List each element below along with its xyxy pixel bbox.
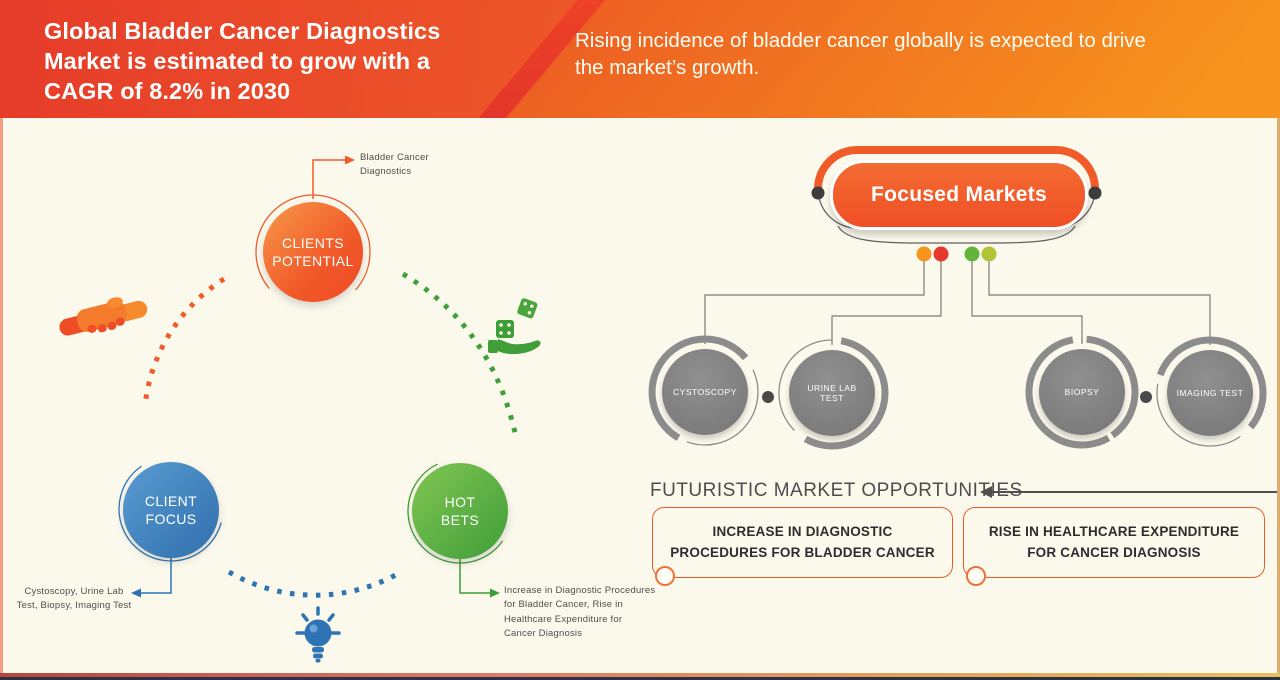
- market-circle-cystoscopy: CYSTOSCOPY: [662, 349, 748, 435]
- market-circle-imaging-test: IMAGING TEST: [1167, 350, 1253, 436]
- market-tree-connectors: [704, 246, 1211, 345]
- market-circle-urine-lab-test: URINE LAB TEST: [789, 350, 875, 436]
- hot-bets-annotation: Increase in Diagnostic Procedures for Bl…: [504, 585, 656, 639]
- bottom-navy-strip: [0, 677, 1280, 680]
- opportunities-arrow: [980, 486, 1280, 498]
- right-border: [1277, 118, 1280, 677]
- handshake-icon: [59, 297, 148, 336]
- hot-bets-node: HOT BETS: [412, 463, 508, 559]
- client-focus-node: CLIENT FOCUS: [123, 462, 219, 558]
- header-banner: Global Bladder Cancer Diagnostics Market…: [0, 0, 1280, 118]
- clients-potential-node: CLIENTS POTENTIAL: [263, 202, 363, 302]
- client-focus-annotation: Cystoscopy, Urine Lab Test, Biopsy, Imag…: [16, 586, 132, 612]
- market-circle-biopsy: BIOPSY: [1039, 349, 1125, 435]
- opportunity-box-2-marker: [966, 566, 986, 586]
- bottom-border: [0, 673, 1280, 677]
- dot-orange: [916, 246, 932, 262]
- left-border: [0, 118, 3, 677]
- opportunities-heading: FUTURISTIC MARKET OPPORTUNITIES: [650, 480, 1023, 501]
- dot-yellowgreen: [981, 246, 997, 262]
- clients-potential-annotation: Bladder Cancer Diagnostics: [360, 152, 429, 178]
- focused-markets-pill: Focused Markets: [830, 160, 1088, 230]
- opportunity-box-2: RISE IN HEALTHCARE EXPENDITURE FOR CANCE…: [963, 507, 1265, 578]
- dice-in-hand-icon: [488, 298, 541, 355]
- dot-red: [933, 246, 949, 262]
- opportunity-box-1: INCREASE IN DIAGNOSTIC PROCEDURES FOR BL…: [652, 507, 953, 578]
- dot-green: [964, 246, 980, 262]
- page-subtitle: Rising incidence of bladder cancer globa…: [575, 29, 1146, 80]
- lightbulb-icon: [295, 606, 341, 663]
- opportunity-box-1-marker: [655, 566, 675, 586]
- page-title: Global Bladder Cancer Diagnostics Market…: [44, 18, 441, 105]
